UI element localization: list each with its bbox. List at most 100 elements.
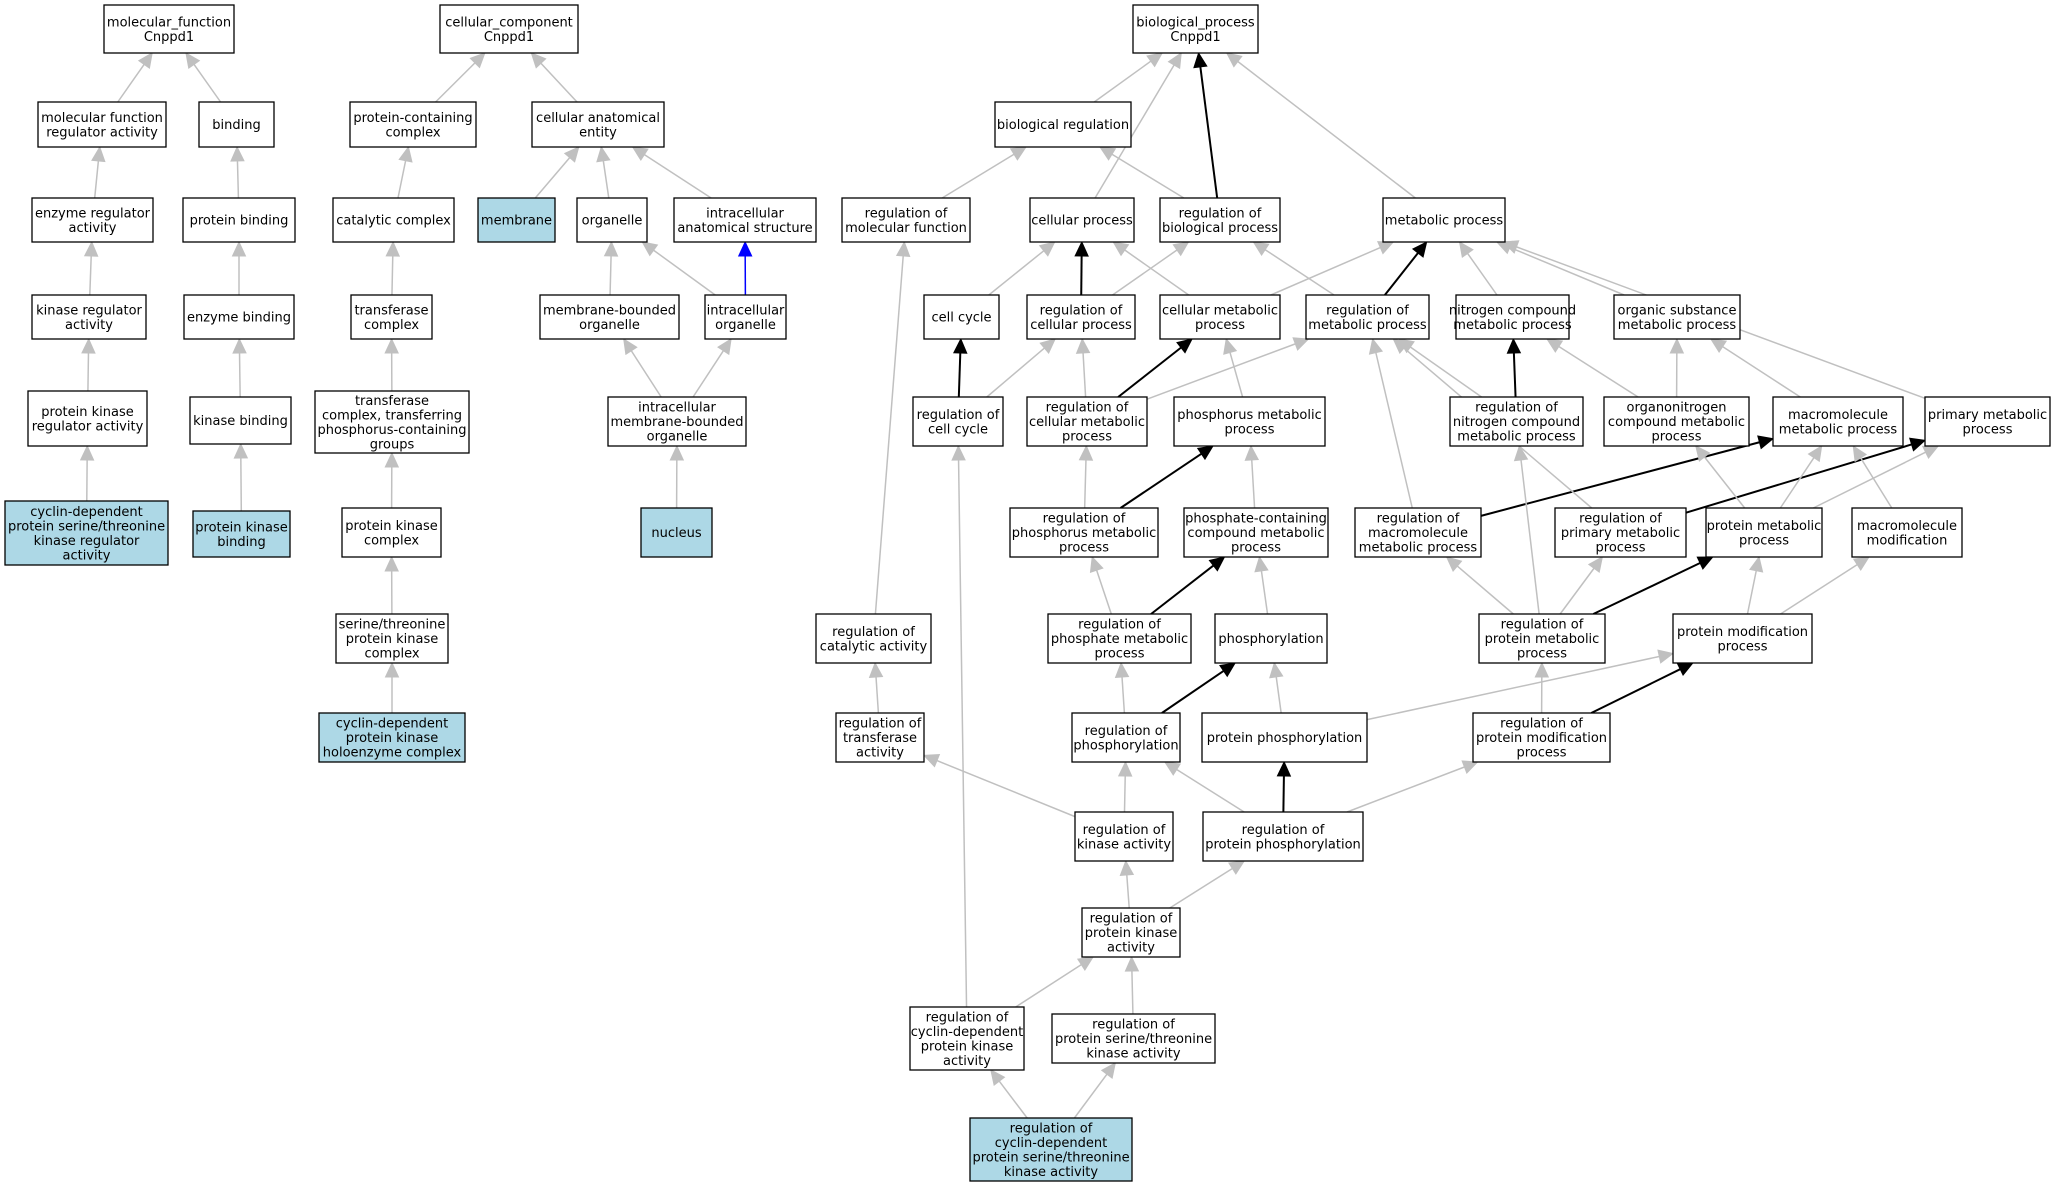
node-label-line: Cnppd1 [144,30,194,45]
node-label-line: regulation of [1083,823,1166,838]
go-term-node[interactable]: protein binding [182,197,296,243]
node-box [1305,294,1430,340]
node-label-line: catalytic activity [820,639,928,654]
node-label-line: modification [1867,533,1948,548]
go-term-node[interactable]: membrane [477,197,556,243]
edge-regulates [1384,241,1428,296]
node-box [182,197,296,243]
node-label-line: protein serine/threonine [1055,1032,1212,1047]
node-box [1071,712,1181,763]
edge-is_a [91,145,106,199]
node-label-line: organelle [579,318,640,333]
node-label-line: regulation of [1242,823,1325,838]
node-box [27,390,148,447]
node-box [349,101,477,148]
go-term-node[interactable]: metabolic process [1382,197,1506,243]
edge-regulates [1592,556,1714,615]
node-label-line: metabolic process [1618,318,1737,333]
node-box [1132,4,1259,54]
go-term-node[interactable]: enzyme binding [183,294,295,340]
go-term-node[interactable]: kinase binding [189,396,292,445]
go-term-node[interactable]: organelle [576,197,648,243]
node-label-line: process [1718,639,1768,654]
node-box [1449,396,1584,447]
node-label-line: groups [370,437,415,452]
go-term-node[interactable]: nucleus [640,507,713,558]
node-label-line: regulation of [1501,618,1584,633]
node-label-line: protein kinase [346,632,438,647]
go-term-node[interactable]: phosphorylation [1214,613,1328,664]
go-term-node[interactable]: protein phosphorylation [1201,712,1368,763]
go-term-node[interactable]: biological regulation [994,101,1132,148]
node-box [1026,396,1148,447]
edge-regulates [1590,662,1694,714]
go-term-node[interactable]: cell cycle [923,294,1000,340]
node-box [994,101,1132,148]
node-label-line: organic substance [1618,303,1737,318]
edge-is_a [1669,337,1685,398]
go-term-node[interactable]: cellular process [1029,197,1135,243]
node-label-line: intracellular [706,206,784,221]
edge-is_a [1346,760,1479,813]
node-box [192,510,291,558]
node-label-line: complex [385,125,440,140]
go-term-node[interactable]: catalytic complex [332,197,455,243]
edge-is_a [1089,555,1113,615]
go-term-node[interactable]: binding [198,101,275,148]
node-label-line: activity [63,548,111,563]
